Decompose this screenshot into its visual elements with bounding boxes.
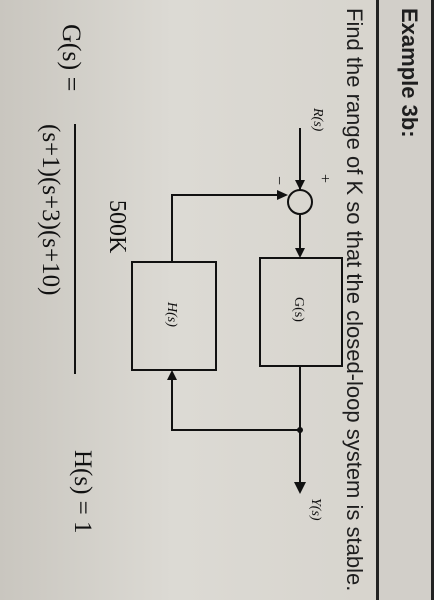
- output-label: Y(s): [308, 498, 323, 521]
- minus-sign: −: [270, 176, 287, 185]
- feedback-path-lower: [171, 194, 280, 262]
- forward-arrowhead: [295, 248, 305, 258]
- h-transfer-function: H(s) = 1: [69, 450, 96, 534]
- feedback-path-upper: [171, 374, 300, 431]
- output-arrowhead: [294, 482, 306, 494]
- g-block-label: G(s): [291, 297, 306, 322]
- h-block: [131, 261, 217, 371]
- summing-junction: [287, 189, 313, 215]
- g-numerator: 500K: [104, 200, 130, 254]
- input-label: R(s): [310, 107, 325, 132]
- plus-sign: +: [316, 174, 333, 183]
- fraction-bar: [74, 124, 76, 374]
- g-transfer-function: G(s) = 500K (s+1)(s+3)(s+10): [4, 24, 134, 384]
- h-block-label: H(s): [164, 301, 179, 327]
- input-arrowhead: [295, 180, 305, 190]
- feedback-arrowhead-into-h: [167, 370, 177, 380]
- g-lhs: G(s) =: [57, 24, 86, 92]
- g-denominator: (s+1)(s+3)(s+10): [37, 124, 64, 296]
- takeoff-point: [297, 427, 303, 433]
- feedback-arrowhead-into-junction: [277, 190, 288, 200]
